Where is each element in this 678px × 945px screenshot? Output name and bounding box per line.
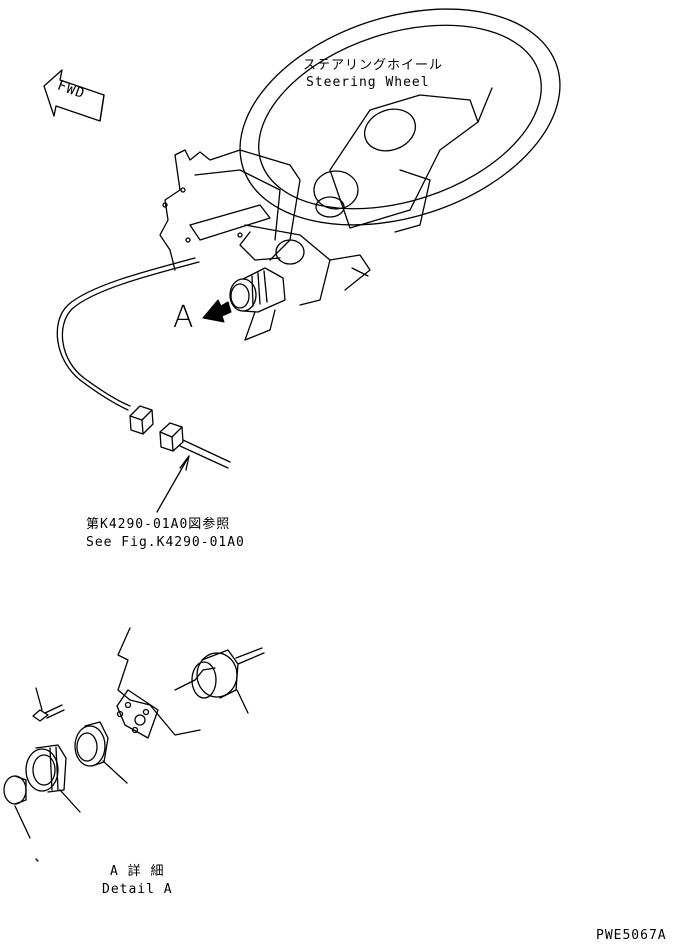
reference-label-jp: 第K4290-01A0図参照 bbox=[86, 517, 231, 532]
connector-left bbox=[130, 406, 153, 434]
drawing-number: PWE5067A bbox=[596, 928, 667, 943]
view-a-label: A bbox=[173, 300, 194, 335]
steering-wheel-label-en: Steering Wheel bbox=[306, 75, 430, 90]
steering-wheel-label-jp: ステアリングホイール bbox=[303, 58, 444, 73]
detail-a-view bbox=[4, 628, 264, 861]
reference-label-en: See Fig.K4290-01A0 bbox=[86, 535, 245, 550]
wire-harness bbox=[57, 258, 230, 468]
view-a-arrow-icon bbox=[203, 300, 231, 322]
connector-right bbox=[160, 423, 183, 451]
reference-leader bbox=[157, 456, 189, 512]
ignition-switch bbox=[230, 268, 285, 340]
fwd-arrow-icon bbox=[44, 70, 104, 121]
detail-a-label-en: Detail A bbox=[102, 882, 173, 897]
detail-a-label-jp: A 詳 細 bbox=[110, 864, 165, 879]
steering-column bbox=[160, 150, 370, 305]
steering-wheel bbox=[212, 0, 588, 263]
